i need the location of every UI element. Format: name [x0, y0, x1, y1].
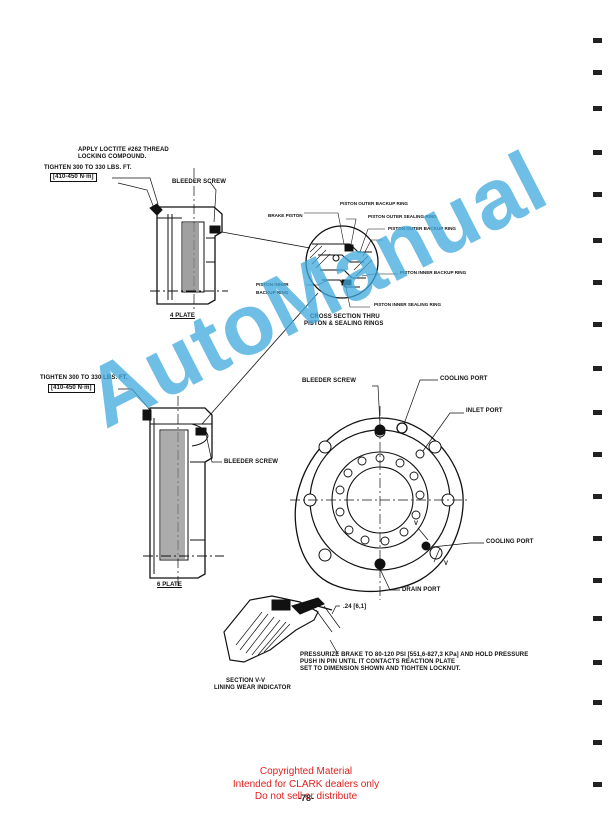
section-mark-v-bottom: V — [444, 561, 449, 567]
four-plate-caption: 4 PLATE — [170, 313, 195, 319]
margin-mark — [593, 192, 602, 197]
drain-port-label: DRAIN PORT — [402, 587, 441, 593]
margin-mark — [593, 366, 602, 371]
margin-mark — [593, 536, 602, 541]
copyright-line1: Copyrighted Material — [259, 766, 353, 777]
front-view-drawing — [290, 406, 470, 600]
cross-section-detail-drawing — [221, 225, 379, 299]
six-plate-section-drawing — [142, 396, 224, 588]
pressurize-note-line1: PRESSURIZE BRAKE TO 80-120 PSI [551,6-82… — [300, 652, 529, 658]
margin-mark — [593, 238, 602, 243]
torque-note-top-line1: TIGHTEN 300 TO 330 LBS. FT. — [44, 165, 132, 171]
pressurize-note-line2: PUSH IN PIN UNTIL IT CONTACTS REACTION P… — [300, 659, 456, 665]
bleeder-screw-label-mid: BLEEDER SCREW — [302, 378, 356, 384]
piston-outer-sealing-ring-label: PISTON OUTER SEALING RING — [368, 214, 437, 219]
page-number: -78- — [297, 793, 314, 803]
margin-mark — [593, 578, 602, 583]
bleeder-screw-label-right: BLEEDER SCREW — [224, 459, 278, 465]
margin-mark — [593, 452, 602, 457]
margin-mark — [593, 410, 602, 415]
margin-mark — [593, 280, 602, 285]
section-vv-caption-line2: LINING WEAR INDICATOR — [214, 685, 291, 691]
cross-section-caption-line1: CROSS SECTION THRU — [310, 314, 380, 320]
loctite-note-line1: APPLY LOCTITE #262 THREAD — [78, 147, 169, 153]
pressurize-note-line3: SET TO DIMENSION SHOWN AND TIGHTEN LOCKN… — [300, 666, 461, 672]
margin-mark — [593, 494, 602, 499]
inlet-port-label: INLET PORT — [466, 408, 503, 414]
piston-inner-sealing-ring-label: PISTON INNER SEALING RING — [374, 302, 442, 307]
torque-note-top-line2: [410-450 N·m] — [50, 173, 97, 182]
section-vv-caption-line1: SECTION V-V — [226, 678, 266, 684]
margin-mark — [593, 38, 602, 43]
four-plate-section-drawing — [149, 168, 228, 310]
margin-mark — [593, 782, 602, 787]
bleeder-screw-label-top: BLEEDER SCREW — [172, 179, 226, 185]
six-plate-caption: 6 PLATE — [157, 582, 182, 588]
margin-mark — [593, 106, 602, 111]
piston-inner-backup-ring-label-left-2: BACKUP RING — [256, 290, 289, 295]
cooling-port-label-top: COOLING PORT — [440, 376, 488, 382]
piston-inner-backup-ring-label-right: PISTON INNER BACKUP RING — [400, 270, 467, 275]
brake-piston-label: BRAKE PISTON — [268, 213, 303, 218]
loctite-note-line2: LOCKING COMPOUND. — [78, 154, 147, 160]
section-vv-drawing — [223, 595, 341, 663]
margin-mark — [593, 322, 602, 327]
copyright-line2: Intended for CLARK dealers only — [232, 779, 380, 790]
piston-inner-backup-ring-label-left-1: PISTON INNER — [256, 282, 289, 287]
margin-mark — [593, 660, 602, 665]
piston-outer-backup-ring-label: PISTON OUTER BACKUP RING — [340, 201, 408, 206]
torque-note-mid-line1: TIGHTEN 300 TO 330 LBS. FT. — [40, 375, 128, 381]
margin-mark — [593, 740, 602, 745]
margin-mark — [593, 150, 602, 155]
margin-mark — [593, 616, 602, 621]
margin-mark — [593, 700, 602, 705]
piston-outer-backup-ring-label-2: PISTON OUTER BACKUP RING — [388, 226, 456, 231]
cooling-port-label-bottom: COOLING PORT — [486, 539, 534, 545]
section-mark-v-top: V — [414, 521, 419, 527]
dimension-label: .24 [6,1] — [343, 604, 367, 610]
torque-note-mid-line2: [410-450 N·m] — [48, 384, 95, 393]
cross-section-caption-line2: PISTON & SEALING RINGS — [304, 321, 384, 327]
copyright-line3: Do not sell or distribute — [254, 791, 358, 802]
margin-mark — [593, 70, 602, 75]
